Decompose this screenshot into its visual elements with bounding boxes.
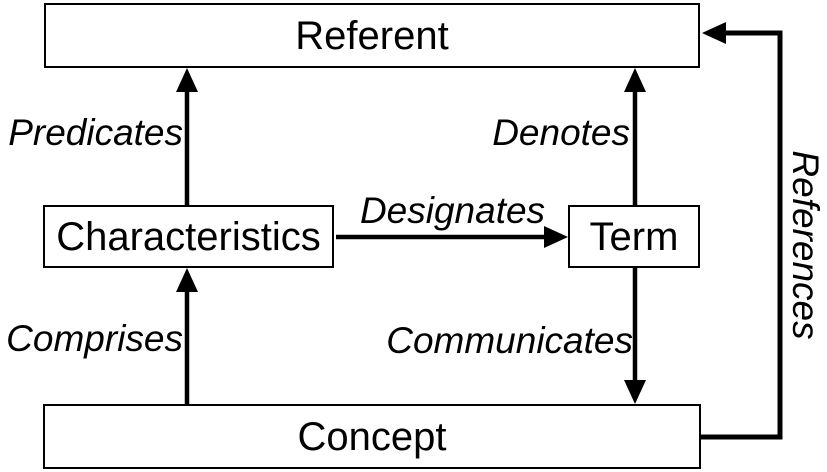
references-arrow: [701, 22, 783, 440]
term-box: Term: [568, 205, 700, 268]
designates-arrow: [336, 226, 568, 248]
predicates-arrow-label: Predicates: [8, 111, 183, 153]
predicates-arrow: [176, 68, 198, 205]
communicates-arrow: [624, 268, 646, 404]
references-arrow-label: References: [785, 150, 827, 340]
denotes-arrow-label: Denotes: [492, 111, 630, 153]
comprises-arrow: [176, 268, 198, 404]
communicates-arrow-label: Communicates: [386, 319, 633, 361]
characteristics-box: Characteristics: [43, 205, 334, 268]
term-box-label: Term: [589, 214, 679, 259]
denotes-arrow: [624, 68, 646, 205]
designates-arrow-label: Designates: [359, 189, 546, 231]
referent-box-label: Referent: [295, 13, 449, 58]
concept-box: Concept: [43, 404, 701, 469]
characteristics-box-label: Characteristics: [56, 214, 321, 259]
comprises-arrow-label: Comprises: [6, 317, 183, 359]
concept-box-label: Concept: [297, 414, 447, 459]
referent-box: Referent: [44, 3, 700, 68]
